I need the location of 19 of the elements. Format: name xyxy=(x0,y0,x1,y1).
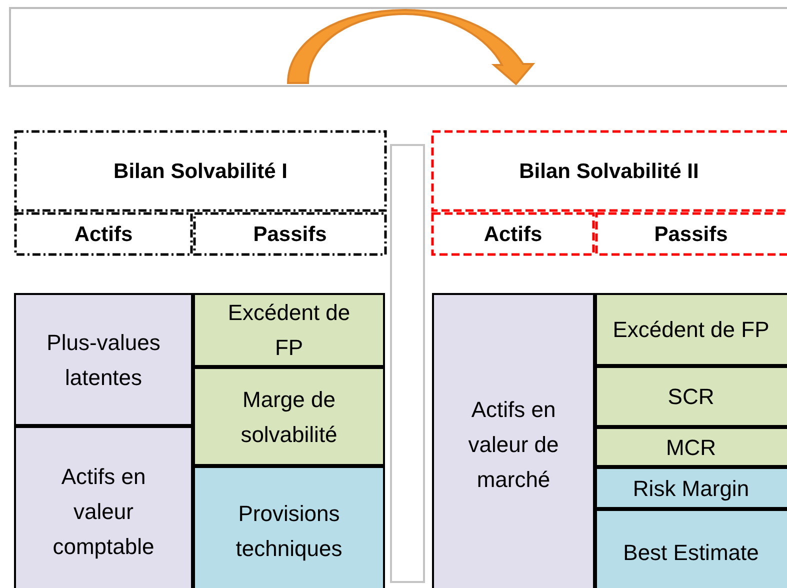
balance-cell: Excédent de FP xyxy=(193,293,385,367)
balance-cell: Excédent de FP xyxy=(595,293,787,366)
header-cell: Actifs xyxy=(431,212,595,256)
header-cell: Actifs xyxy=(14,212,193,256)
balance-cell: Marge de solvabilité xyxy=(193,367,385,466)
header-cell: Passifs xyxy=(595,212,787,256)
header-cell: Passifs xyxy=(193,212,387,256)
balance-cell: Actifs en valeur comptable xyxy=(14,426,193,588)
header-cell: Bilan Solvabilité II xyxy=(431,130,787,212)
divider-bar xyxy=(390,144,425,583)
balance-cell: Best Estimate xyxy=(595,509,787,588)
balance-cell: Actifs en valeur de marché xyxy=(432,293,595,588)
balance-cell: SCR xyxy=(595,366,787,427)
balance-cell: MCR xyxy=(595,427,787,467)
balance-cell: Plus-values latentes xyxy=(14,293,193,426)
balance-cell: Provisions techniques xyxy=(193,466,385,588)
frame-box xyxy=(9,7,787,87)
balance-cell: Risk Margin xyxy=(595,467,787,509)
header-cell: Bilan Solvabilité I xyxy=(14,130,387,212)
